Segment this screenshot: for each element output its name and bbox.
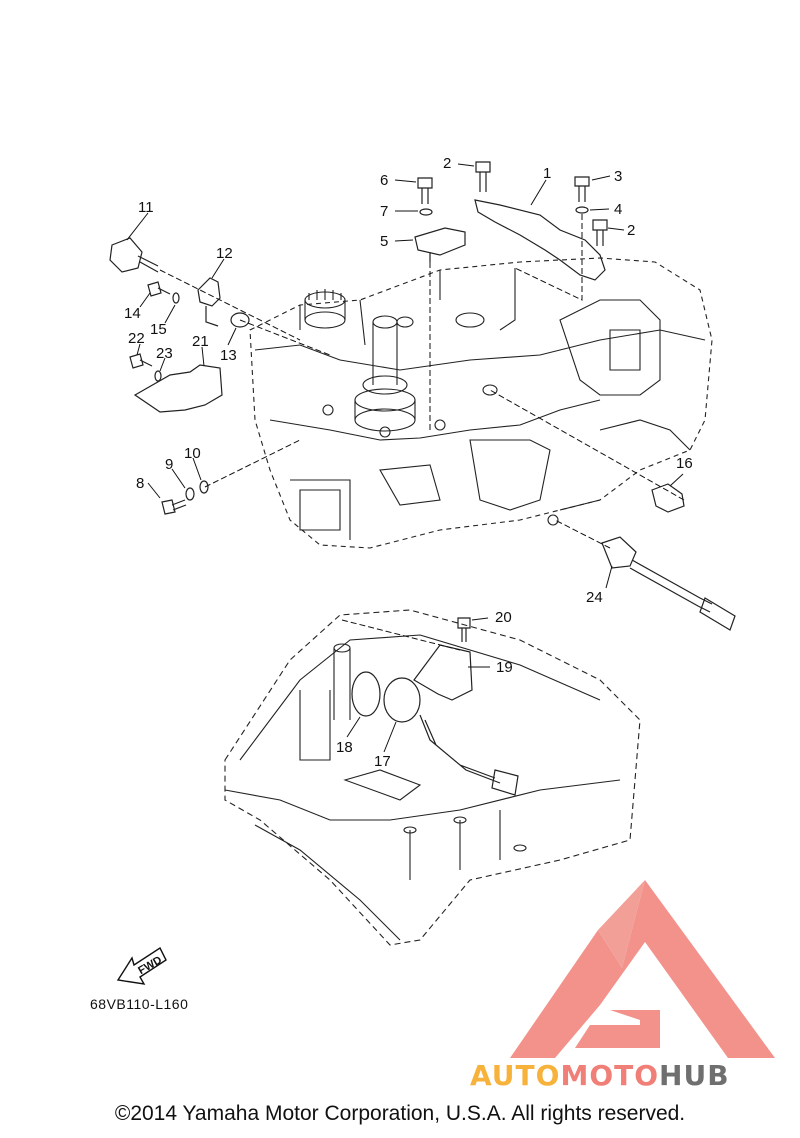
- callout-14: 14: [124, 305, 141, 322]
- callout-6: 6: [380, 172, 388, 189]
- bottom-cowling-drawing: [224, 609, 641, 946]
- washer-part-9: [185, 487, 195, 501]
- callout-16: 16: [676, 455, 693, 472]
- bolt-part-2b: [592, 219, 608, 246]
- callout-15: 15: [150, 321, 167, 338]
- callout-2b: 2: [627, 222, 635, 239]
- o-ring-part-18: [351, 671, 381, 717]
- stay-part-19: [413, 644, 473, 701]
- bolt-part-6: [417, 177, 433, 204]
- washer-part-10: [199, 480, 209, 494]
- callout-labels: 1 2 2 3 4 5 6 7 8 9 10 11 12 13 14 15 16…: [124, 155, 693, 770]
- callout-22: 22: [128, 330, 145, 347]
- callout-23: 23: [156, 345, 173, 362]
- callout-5: 5: [380, 233, 388, 250]
- callout-4: 4: [614, 201, 622, 218]
- bolt-part-8: [161, 499, 187, 515]
- callout-8: 8: [136, 475, 144, 492]
- copyright-text: ©2014 Yamaha Motor Corporation, U.S.A. A…: [114, 1102, 686, 1125]
- bolt-part-14: [147, 281, 171, 297]
- plug-part-16: [651, 483, 685, 513]
- callout-17: 17: [374, 753, 391, 770]
- diagram-code: 68VB110-L160: [90, 996, 189, 1012]
- callout-13: 13: [220, 347, 237, 364]
- connector-part-17: [383, 677, 421, 723]
- holder-part-21: [133, 364, 223, 413]
- callout-2a: 2: [443, 155, 451, 172]
- callout-24: 24: [586, 589, 603, 606]
- washer-part-4: [575, 206, 589, 214]
- callout-19: 19: [496, 659, 513, 676]
- engine-block-drawing: [249, 257, 713, 549]
- washer-part-23: [154, 370, 162, 382]
- callout-3: 3: [614, 168, 622, 185]
- grommet-part-13: [230, 312, 250, 328]
- callout-11: 11: [138, 199, 154, 216]
- brand-moto: MOTO: [560, 1059, 660, 1092]
- washer-part-7: [419, 208, 433, 216]
- bolt-part-2a: [475, 161, 491, 192]
- callout-21: 21: [192, 333, 209, 350]
- brand-auto: AUTO: [470, 1059, 561, 1092]
- callout-18: 18: [336, 739, 353, 756]
- callout-1: 1: [543, 165, 551, 182]
- watermark-brand: AUTOMOTOHUB: [470, 1059, 730, 1092]
- bolt-part-22: [129, 353, 153, 369]
- brand-hub: HUB: [659, 1059, 730, 1092]
- holder-part-5: [414, 227, 466, 262]
- callout-10: 10: [184, 445, 201, 462]
- bolt-part-20: [457, 617, 471, 642]
- bracket-part-1: [474, 199, 606, 281]
- washer-part-15: [172, 292, 180, 304]
- automotohub-logo-icon: [510, 880, 775, 1058]
- callout-12: 12: [216, 245, 233, 262]
- callout-20: 20: [495, 609, 512, 626]
- callout-9: 9: [165, 456, 173, 473]
- sensor-part-11: [109, 237, 159, 273]
- bolt-part-3: [574, 176, 590, 202]
- callout-7: 7: [380, 203, 388, 220]
- fwd-label: FWD: [136, 954, 164, 977]
- fwd-arrow-icon: FWD: [116, 946, 167, 985]
- leader-lines: [126, 163, 685, 753]
- sensor-part-24: [601, 536, 736, 631]
- clamp-part-12: [197, 277, 221, 327]
